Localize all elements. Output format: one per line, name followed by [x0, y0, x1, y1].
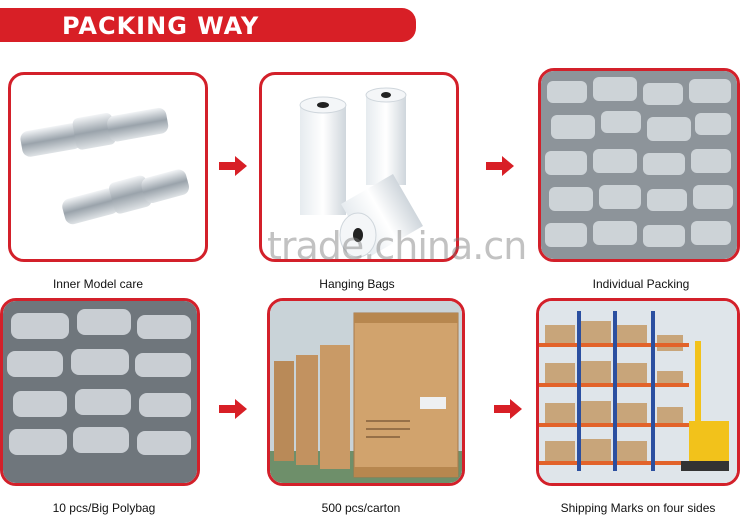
arrow-right-icon — [494, 399, 522, 419]
polybag-image — [3, 301, 197, 483]
panel-individual-packing — [538, 68, 740, 262]
caption-inner-model: Inner Model care — [52, 277, 144, 291]
panel-inner-model — [8, 72, 208, 262]
bagged-parts-image — [541, 71, 737, 259]
wooden-crates-image — [270, 301, 462, 483]
caption-shipping: Shipping Marks on four sides — [560, 501, 716, 515]
panel-polybag — [0, 298, 200, 486]
caption-carton: 500 pcs/carton — [321, 501, 401, 515]
page-title: PACKING WAY — [62, 12, 260, 40]
panel-carton — [267, 298, 465, 486]
arrow-right-icon — [219, 156, 247, 176]
title-banner: PACKING WAY — [0, 8, 416, 42]
caption-polybag: 10 pcs/Big Polybag — [52, 501, 156, 515]
arrow-right-icon — [486, 156, 514, 176]
panel-shipping — [536, 298, 740, 486]
warehouse-shelves-image — [539, 301, 737, 483]
universal-joint-image — [20, 107, 190, 225]
watermark: trade.china.cn — [267, 224, 527, 268]
film-rolls-image — [299, 87, 423, 258]
caption-hanging-bags: Hanging Bags — [319, 277, 395, 291]
caption-individual-packing: Individual Packing — [592, 277, 690, 291]
arrow-right-icon — [219, 399, 247, 419]
panel-hanging-bags — [259, 72, 459, 262]
